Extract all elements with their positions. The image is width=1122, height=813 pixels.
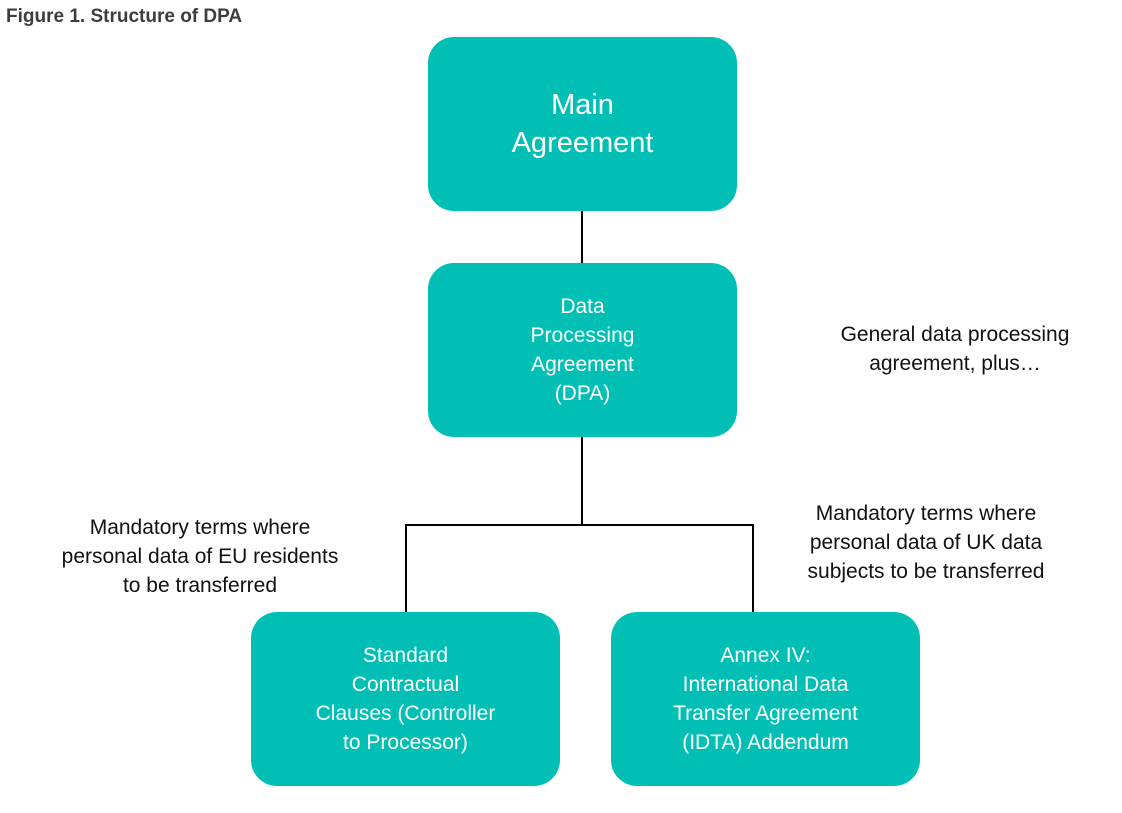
standard-contractual-clauses-box: Standard Contractual Clauses (Controller… (251, 612, 560, 786)
general-dpa-note: General data processing agreement, plus… (840, 323, 1070, 375)
dpa-label: Data Processing Agreement (DPA) (530, 295, 635, 405)
main-agreement-label: Main Agreement (511, 89, 654, 159)
standard-contractual-clauses-label: Standard Contractual Clauses (Controller… (315, 644, 496, 754)
main-agreement-box: Main Agreement (428, 37, 737, 211)
dpa-box: Data Processing Agreement (DPA) (428, 263, 737, 437)
uk-transfer-note: Mandatory terms where personal data of U… (807, 502, 1045, 583)
idta-addendum-box: Annex IV: International Data Transfer Ag… (611, 612, 920, 786)
figure-title: Figure 1. Structure of DPA (6, 6, 243, 27)
idta-addendum-label: Annex IV: International Data Transfer Ag… (673, 644, 858, 754)
eu-transfer-note: Mandatory terms where personal data of E… (61, 516, 339, 597)
